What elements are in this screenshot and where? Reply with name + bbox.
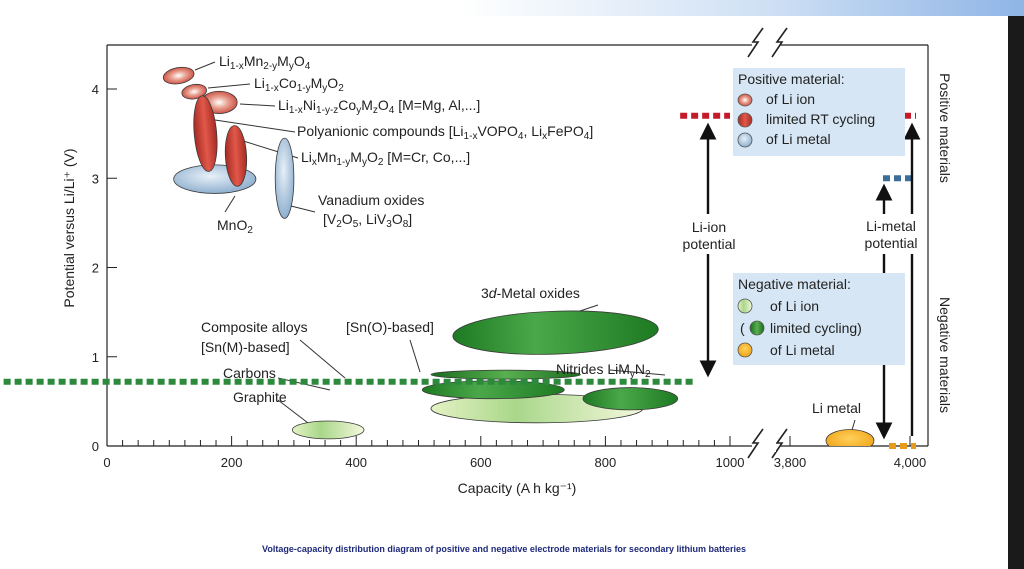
- legend-positive-title: Positive material:: [738, 71, 845, 87]
- legend-negative-entry-2: limited cycling): [770, 320, 862, 336]
- region-limnmo: [224, 125, 248, 187]
- right-dark-band: [1008, 16, 1024, 569]
- x-tick-label: 4,000: [894, 455, 927, 470]
- legend-negative-entry-3: of Li metal: [770, 342, 835, 358]
- y-tick-label: 3: [92, 171, 99, 186]
- label-limnmo: LixMn1-yMyO2 [M=Cr, Co,...]: [301, 149, 470, 168]
- left-decorative-band: [0, 16, 6, 569]
- region-metal-oxides: [452, 310, 659, 355]
- region-polyanionic: [193, 95, 218, 172]
- region-li-metal: [825, 429, 875, 446]
- label-carbons: Carbons: [223, 365, 276, 381]
- li-metal-potential-line2: potential: [865, 235, 918, 251]
- x-axis-label: Capacity (A h kg⁻¹): [458, 480, 577, 496]
- region-labels: Li1-xMn2-yMyO4Li1-xCo1-yMyO2Li1-xNi1-y-z…: [201, 53, 861, 416]
- li-ion-label-bg: [683, 214, 735, 254]
- label-mno2: MnO2: [217, 217, 253, 236]
- label-li-metal: Li metal: [812, 400, 861, 416]
- y-tick-label: 1: [92, 350, 99, 365]
- li-ion-potential-line2: potential: [683, 236, 736, 252]
- label-nitrides: Nitrides LiMyN2: [556, 361, 651, 380]
- label-vanadium-line2: [V2O5, LiV3O8]: [323, 211, 412, 230]
- legend-negative-entry-1: of Li ion: [770, 298, 819, 314]
- x-tick-label: 400: [345, 455, 367, 470]
- region-limn: [162, 66, 195, 85]
- legend-li-metal-positive-swatch: [737, 132, 753, 148]
- legend-li-ion-negative-swatch: [737, 298, 753, 314]
- y-tick-label: 4: [92, 82, 99, 97]
- top-decorative-band: [0, 0, 1024, 16]
- legend-li-ion-positive-swatch: [737, 93, 753, 107]
- axis-break-bottom: [747, 428, 788, 459]
- x-ticks: 0 200 400 600 800 1000 3,800 4,000: [103, 436, 926, 470]
- x-tick-label: 1000: [716, 455, 745, 470]
- label-metal-oxides: 3d-Metal oxides: [481, 285, 580, 301]
- region-lico: [181, 83, 207, 100]
- label-polyanionic: Polyanionic compounds [Li1-xVOPO4, LixFe…: [297, 123, 593, 142]
- legend-positive-entry-2: limited RT cycling: [766, 111, 875, 127]
- legend-positive: Positive material: of Li ion limited RT …: [733, 68, 905, 156]
- material-regions: [162, 66, 875, 446]
- label-limn: Li1-xMn2-yMyO4: [219, 53, 311, 72]
- li-ion-potential-line1: Li-ion: [692, 219, 726, 235]
- label-vanadium: Vanadium oxides: [318, 192, 424, 208]
- legend-limited-rt-swatch: [737, 112, 753, 128]
- legend-negative-title: Negative material:: [738, 276, 851, 292]
- y-ticks: 0 1 2 3 4: [92, 82, 117, 454]
- x-tick-label: 200: [221, 455, 243, 470]
- label-lico: Li1-xCo1-yMyO2: [254, 75, 344, 94]
- legend-limited-cycling-swatch: [749, 320, 765, 336]
- y-tick-label: 2: [92, 261, 99, 276]
- li-metal-label-bg: [858, 214, 924, 254]
- label-sno: [Sn(O)-based]: [346, 319, 434, 335]
- label-sn-m: Composite alloys: [201, 319, 308, 335]
- label-sn-m-line2: [Sn(M)-based]: [201, 339, 290, 355]
- label-linicomo: Li1-xNi1-y-zCoyMzO4 [M=Mg, Al,...]: [278, 97, 480, 116]
- y-tick-label: 0: [92, 439, 99, 454]
- region-nitrides: [582, 387, 679, 411]
- label-graphite: Graphite: [233, 389, 287, 405]
- negative-materials-label: Negative materials: [937, 297, 953, 413]
- legend-positive-entry-3: of Li metal: [766, 131, 831, 147]
- region-vanadium: [274, 137, 295, 219]
- voltage-capacity-chart: 0 200 400 600 800 1000 3,800 4,000 0 1 2 3 4 Capaci…: [0, 27, 953, 496]
- x-tick-label: 600: [470, 455, 492, 470]
- region-graphite: [291, 420, 365, 440]
- x-tick-label: 800: [595, 455, 617, 470]
- region-sno: [430, 369, 581, 380]
- potential-markers: [0, 112, 916, 449]
- li-metal-potential-line1: Li-metal: [866, 218, 916, 234]
- legend-negative-paren: (: [740, 320, 745, 336]
- legend-li-metal-negative-swatch: [737, 342, 753, 358]
- legend-negative: Negative material: of Li ion ( limited c…: [733, 273, 905, 365]
- axis-break-top: [747, 27, 788, 58]
- legend-positive-entry-1: of Li ion: [766, 91, 815, 107]
- x-tick-label: 0: [103, 455, 110, 470]
- figure-caption: Voltage-capacity distribution diagram of…: [262, 544, 746, 554]
- x-tick-label: 3,800: [774, 455, 807, 470]
- positive-materials-label: Positive materials: [937, 73, 953, 183]
- y-axis-label: Potential versus Li/Li⁺ (V): [61, 148, 77, 307]
